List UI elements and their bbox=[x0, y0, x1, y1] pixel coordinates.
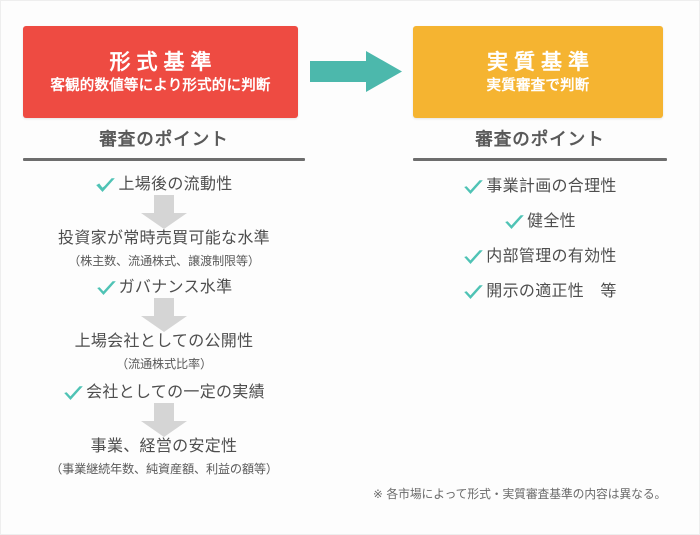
substantive-criteria-list: 事業計画の合理性 健全性 内部管理の有効性 bbox=[413, 161, 667, 302]
check-icon bbox=[96, 279, 117, 298]
down-arrow-icon bbox=[23, 194, 305, 229]
list-item-label: 上場後の流動性 bbox=[118, 173, 233, 193]
list-item: 会社としての一定の実績 bbox=[23, 381, 305, 403]
list-item-label: 会社としての一定の実績 bbox=[86, 381, 265, 401]
list-item: 内部管理の有効性 bbox=[413, 245, 667, 267]
check-icon bbox=[63, 384, 84, 403]
formal-column-divider bbox=[23, 157, 305, 161]
substantive-column-heading: 審査のポイント bbox=[475, 130, 605, 150]
list-item: 健全性 bbox=[413, 210, 667, 232]
list-item-label: 上場会社としての公開性 bbox=[74, 330, 254, 350]
list-item: 上場会社としての公開性 （流通株式比率） bbox=[23, 330, 305, 372]
list-item: 事業計画の合理性 bbox=[413, 175, 667, 197]
formal-criteria-list: 上場後の流動性 投資家が常時売買可能な水準 （株主数、流通株式、譲渡制限等） bbox=[23, 161, 305, 477]
substantive-criteria-box: 実質基準 実質審査で判断 bbox=[413, 26, 663, 118]
list-item-label: 事業計画の合理性 bbox=[486, 175, 617, 195]
list-item-label: ガバナンス水準 bbox=[118, 276, 233, 296]
list-item: 事業、経営の安定性 （事業継続年数、純資産額、利益の額等） bbox=[23, 435, 305, 477]
check-icon bbox=[504, 213, 525, 232]
down-arrow-icon bbox=[23, 297, 305, 332]
down-arrow-icon bbox=[23, 402, 305, 437]
flow-arrow-icon bbox=[310, 51, 402, 92]
list-item-subtext: （株主数、流通株式、譲渡制限等） bbox=[68, 253, 260, 268]
formal-criteria-column: 審査のポイント 上場後の流動性 bbox=[23, 129, 305, 477]
check-icon bbox=[463, 283, 484, 302]
list-item-subtext: （事業継続年数、純資産額、利益の額等） bbox=[50, 461, 278, 476]
substantive-criteria-column: 審査のポイント 事業計画の合理性 健全性 bbox=[413, 129, 667, 302]
list-item-label: 内部管理の有効性 bbox=[486, 245, 617, 265]
substantive-criteria-title: 実質基準 bbox=[487, 49, 595, 74]
formal-criteria-title: 形式基準 bbox=[109, 49, 218, 74]
list-item-label: 事業、経営の安定性 bbox=[90, 435, 238, 455]
substantive-column-divider bbox=[413, 157, 667, 161]
list-item-label: 開示の適正性 等 bbox=[486, 280, 617, 300]
check-icon bbox=[463, 178, 484, 197]
list-item-subtext: （流通株式比率） bbox=[116, 356, 212, 371]
formal-criteria-box: 形式基準 客観的数値等により形式的に判断 bbox=[23, 26, 298, 118]
footnote-text: ※ 各市場によって形式・実質審査基準の内容は異なる。 bbox=[373, 487, 667, 501]
list-item: 上場後の流動性 bbox=[23, 173, 305, 195]
formal-column-heading: 審査のポイント bbox=[99, 130, 229, 150]
substantive-criteria-subtitle: 実質審査で判断 bbox=[486, 77, 590, 94]
list-item: 開示の適正性 等 bbox=[413, 280, 667, 302]
list-item-label: 投資家が常時売買可能な水準 bbox=[58, 227, 270, 247]
formal-criteria-subtitle: 客観的数値等により形式的に判断 bbox=[50, 77, 271, 94]
list-item: ガバナンス水準 bbox=[23, 276, 305, 298]
check-icon bbox=[463, 248, 484, 267]
check-icon bbox=[95, 176, 116, 195]
list-item-label: 健全性 bbox=[527, 210, 576, 230]
list-item: 投資家が常時売買可能な水準 （株主数、流通株式、譲渡制限等） bbox=[23, 227, 305, 269]
